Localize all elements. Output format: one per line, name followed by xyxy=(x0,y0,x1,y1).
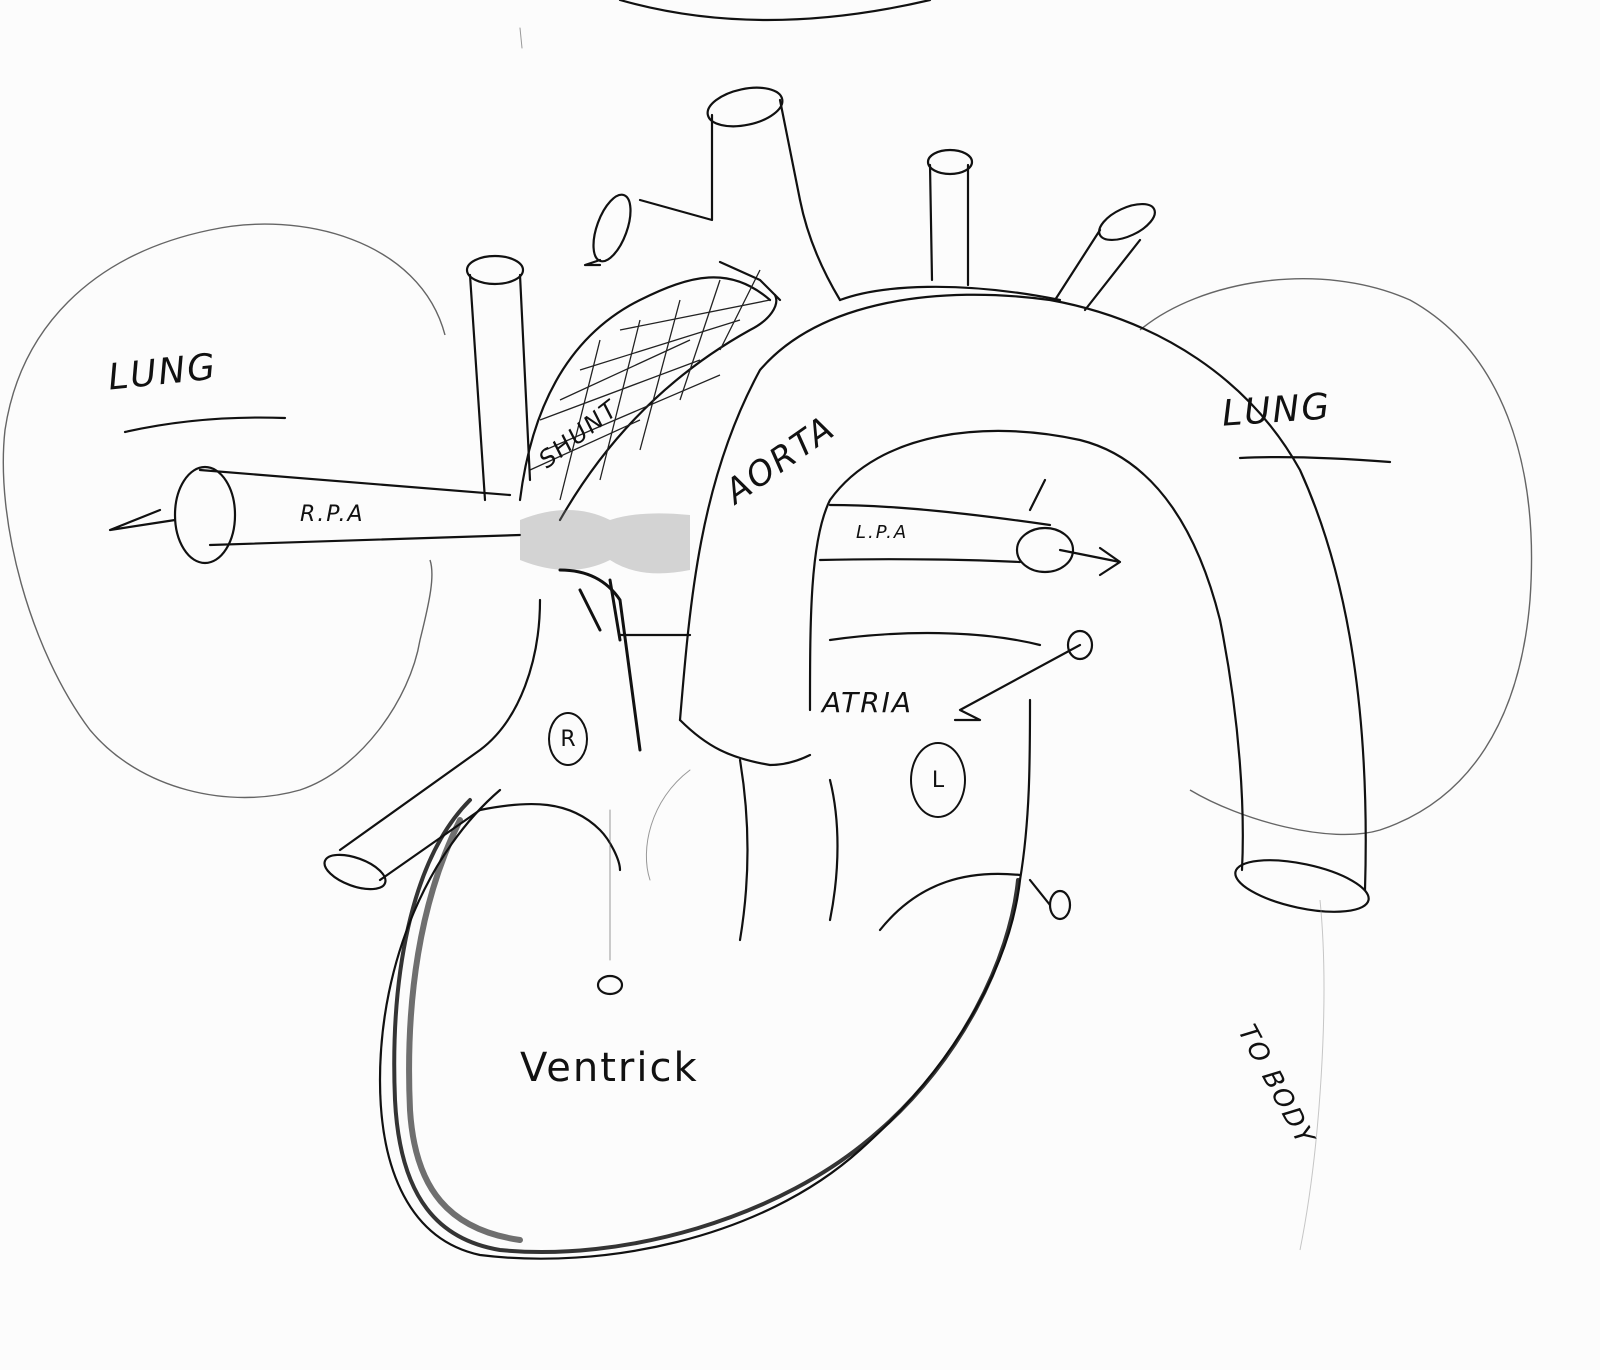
label-lung-right: LUNG xyxy=(1220,386,1333,435)
lpa-arrow xyxy=(1058,546,1122,577)
left-side-marker: L xyxy=(910,742,966,818)
top-partial-ellipse xyxy=(618,0,932,22)
rpa-arrow xyxy=(108,508,177,532)
lung-left-underline xyxy=(123,416,287,434)
right-lung xyxy=(1139,278,1533,836)
left-pulmonary-artery xyxy=(818,478,1122,577)
right-side-marker: R xyxy=(548,712,588,766)
left-lung xyxy=(2,223,446,799)
label-atria: ATRIA xyxy=(822,686,914,719)
pulmonary-vein-arrow xyxy=(953,643,1082,722)
inferior-vena-cava-opening xyxy=(323,853,387,891)
head-neck-vessels xyxy=(583,86,1156,312)
descending-aorta-opening xyxy=(1234,859,1370,913)
label-lpa: L.P.A xyxy=(856,522,909,543)
label-rpa: R.P.A xyxy=(300,502,365,527)
shunt-graft xyxy=(518,260,782,522)
label-ventricle: Ventrick xyxy=(520,1045,699,1091)
atria xyxy=(323,598,1094,921)
right-pulmonary-artery xyxy=(108,465,522,565)
lung-right-underline xyxy=(1238,456,1392,464)
apex-marker xyxy=(596,974,624,996)
to-body-line xyxy=(1299,899,1325,1251)
pulmonary-junction xyxy=(520,510,692,752)
superior-vena-cava xyxy=(465,254,532,502)
ventricle xyxy=(378,758,1022,1260)
aortic-arch xyxy=(678,293,1370,913)
